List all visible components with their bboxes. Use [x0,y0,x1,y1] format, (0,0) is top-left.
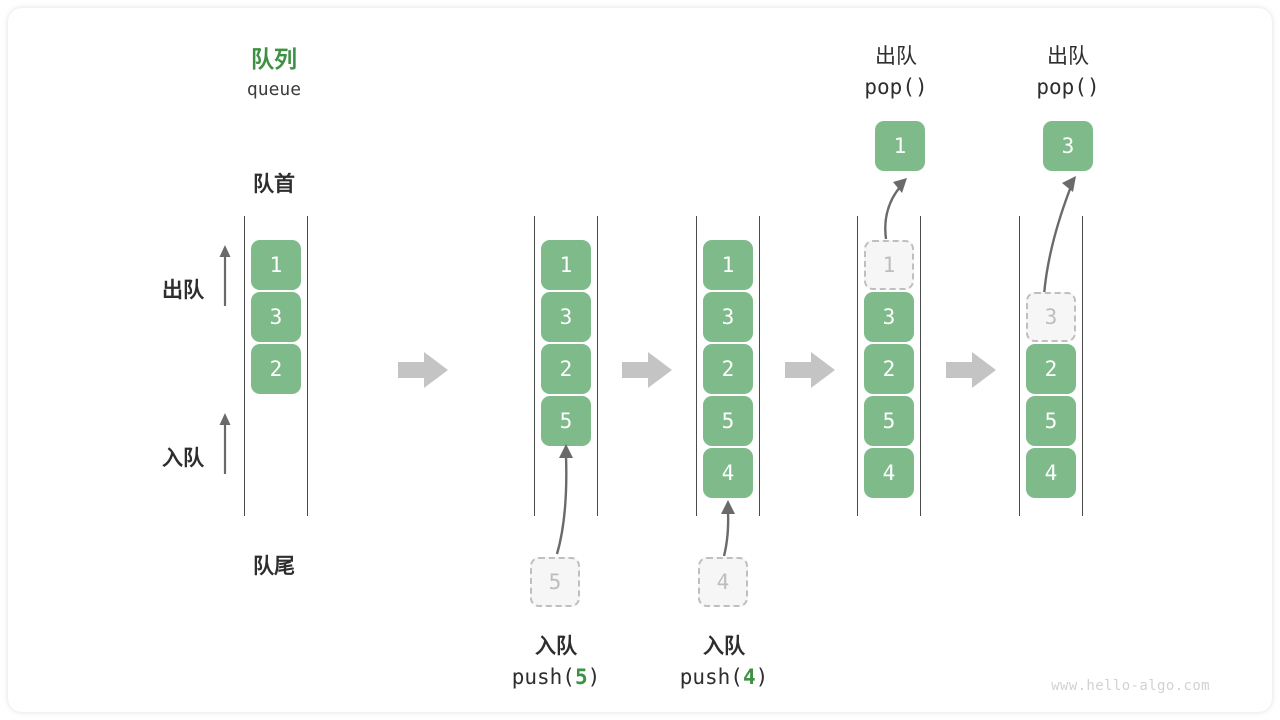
queue-rail-right-push5 [597,216,599,516]
dequeue-direction-arrow-icon [219,245,231,306]
push-code-suffix: ) [755,665,769,689]
push-source-box: 4 [698,557,748,607]
queue-item: 2 [864,344,914,394]
push-code-value: 4 [742,665,756,689]
queue-front-label: 队首 [253,173,295,196]
queue-item-new: 4 [703,448,753,498]
push-arrow-icon [721,500,735,557]
queue-item: 4 [864,448,914,498]
queue-item: 5 [1026,396,1076,446]
queue-item: 1 [703,240,753,290]
push-code-value: 5 [574,665,588,689]
watermark-text: www.hello-algo.com [1051,678,1210,694]
queue-rail-left-pop3 [1019,216,1021,516]
queue-rail-left-push4 [696,216,698,516]
push-source-box: 5 [530,557,580,607]
queue-item: 2 [541,344,591,394]
queue-item: 2 [703,344,753,394]
queue-rail-right-pop1 [920,216,922,516]
queue-item: 3 [541,292,591,342]
queue-item: 3 [864,292,914,342]
step-arrow-icon [622,352,672,388]
queue-item: 3 [251,292,301,342]
queue-item: 2 [251,344,301,394]
push-label-cn-col2: 入队 [535,635,577,658]
step-arrow-icon [946,352,996,388]
queue-item: 3 [703,292,753,342]
popped-item: 3 [1043,121,1093,171]
pop-label-cn-col4: 出队 [875,45,917,68]
enqueue-direction-arrow-icon [219,413,231,474]
dequeue-direction-label: 出队 [162,279,204,302]
queue-rail-left-pop1 [857,216,859,516]
queue-rail-right-initial [307,216,309,516]
queue-item-new: 5 [541,396,591,446]
queue-rail-left-push5 [534,216,536,516]
push-label-code-col3: push(4) [654,665,794,689]
enqueue-direction-label: 入队 [162,447,204,470]
diagram-title-cn: 队列 [251,46,297,72]
queue-item: 1 [541,240,591,290]
queue-item: 5 [864,396,914,446]
popped-item: 1 [875,121,925,171]
queue-item: 2 [1026,344,1076,394]
queue-item: 4 [1026,448,1076,498]
queue-item: 5 [703,396,753,446]
queue-rear-label: 队尾 [253,555,295,578]
queue-rail-right-pop3 [1082,216,1084,516]
diagram-title-en: queue [246,79,302,100]
step-arrow-icon [398,352,448,388]
diagram-card: 队列 queue 队首 队尾 出队 入队 1 3 2 1 3 2 5 5 入队 … [8,8,1272,712]
push-code-suffix: ) [587,665,601,689]
pop-arrow-icon [1042,176,1076,296]
push-code-prefix: push( [511,665,575,689]
push-label-code-col2: push(5) [486,665,626,689]
pop-arrow-icon [884,178,907,240]
queue-item: 1 [251,240,301,290]
popped-ghost-box: 1 [864,240,914,290]
queue-rail-left-initial [244,216,246,516]
pop-label-cn-col5: 出队 [1047,45,1089,68]
push-label-cn-col3: 入队 [703,635,745,658]
push-arrow-icon [555,444,573,555]
pop-label-code-col5: pop() [1036,75,1100,99]
queue-rail-right-push4 [759,216,761,516]
step-arrow-icon [785,352,835,388]
pop-label-code-col4: pop() [864,75,928,99]
push-code-prefix: push( [679,665,743,689]
popped-ghost-box: 3 [1026,292,1076,342]
